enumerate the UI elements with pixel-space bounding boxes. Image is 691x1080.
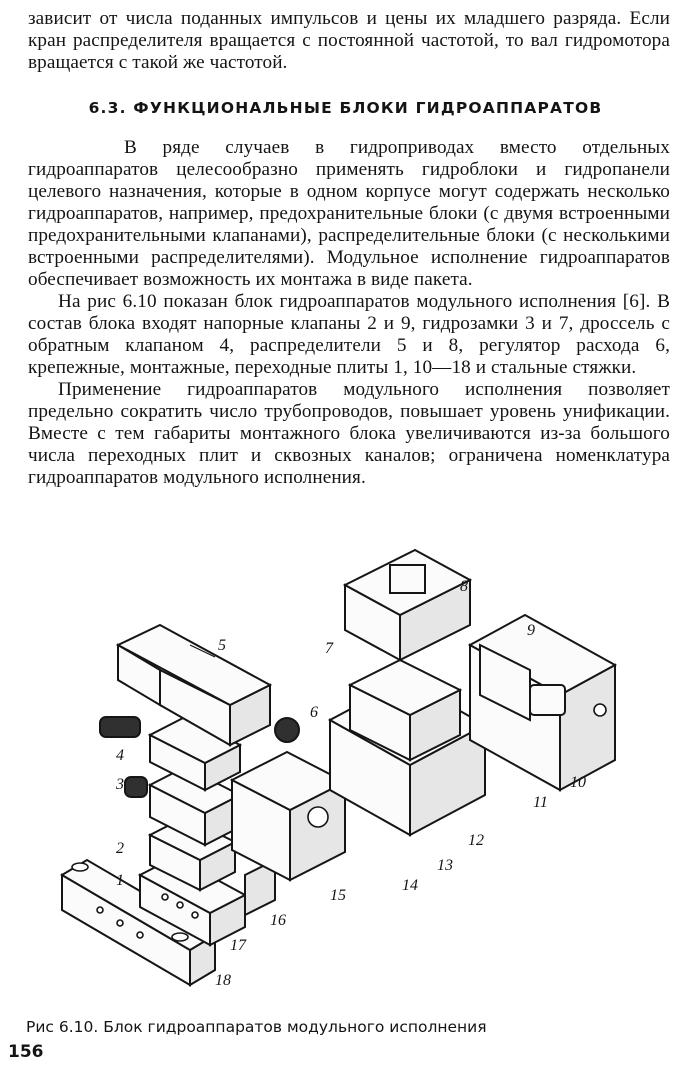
body-text: В ряде случаев в гидроприводах вместо от…	[28, 137, 670, 489]
label-13: 13	[437, 857, 453, 874]
label-6: 6	[310, 704, 318, 721]
label-17: 17	[230, 937, 247, 954]
paragraph-3: Применение гидроаппаратов модульного исп…	[28, 379, 670, 488]
intro-text: зависит от числа поданных импульсов и це…	[28, 8, 670, 74]
intro-paragraph: зависит от числа поданных импульсов и це…	[28, 8, 670, 73]
page-number: 156	[8, 1042, 44, 1062]
label-8: 8	[460, 578, 468, 595]
block-6-15	[229, 717, 348, 882]
distributor-8	[342, 548, 473, 662]
paragraph-2: На рис 6.10 показан блок гидроаппаратов …	[28, 291, 670, 378]
label-2: 2	[116, 840, 124, 857]
label-7: 7	[325, 640, 334, 657]
label-1: 1	[116, 872, 124, 889]
section-heading: 6.3. ФУНКЦИОНАЛЬНЫЕ БЛОКИ ГИДРОАППАРАТОВ	[88, 99, 603, 117]
figure-caption: Рис 6.10. Блок гидроаппаратов модульного…	[26, 1018, 487, 1036]
label-14: 14	[402, 877, 418, 894]
label-4: 4	[116, 747, 124, 764]
label-9: 9	[527, 622, 535, 639]
block-4	[99, 715, 243, 792]
label-15: 15	[330, 887, 346, 904]
paragraph-1: В ряде случаев в гидроприводах вместо от…	[28, 137, 670, 290]
label-16: 16	[270, 912, 286, 929]
label-18: 18	[215, 972, 231, 989]
label-5: 5	[218, 637, 226, 654]
distributor-5	[115, 623, 273, 747]
label-12: 12	[468, 832, 484, 849]
label-10: 10	[570, 774, 586, 791]
label-3: 3	[115, 776, 124, 793]
figure-6-10: 5 4 3 2 1 6 7 8 9 10 11 12 13 14 15 16 1…	[0, 545, 691, 1015]
label-11: 11	[533, 794, 548, 811]
modular-block-drawing: 5 4 3 2 1 6 7 8 9 10 11 12 13 14 15 16 1…	[60, 548, 618, 989]
block-9-10-11	[467, 613, 618, 792]
block-7	[347, 658, 463, 762]
